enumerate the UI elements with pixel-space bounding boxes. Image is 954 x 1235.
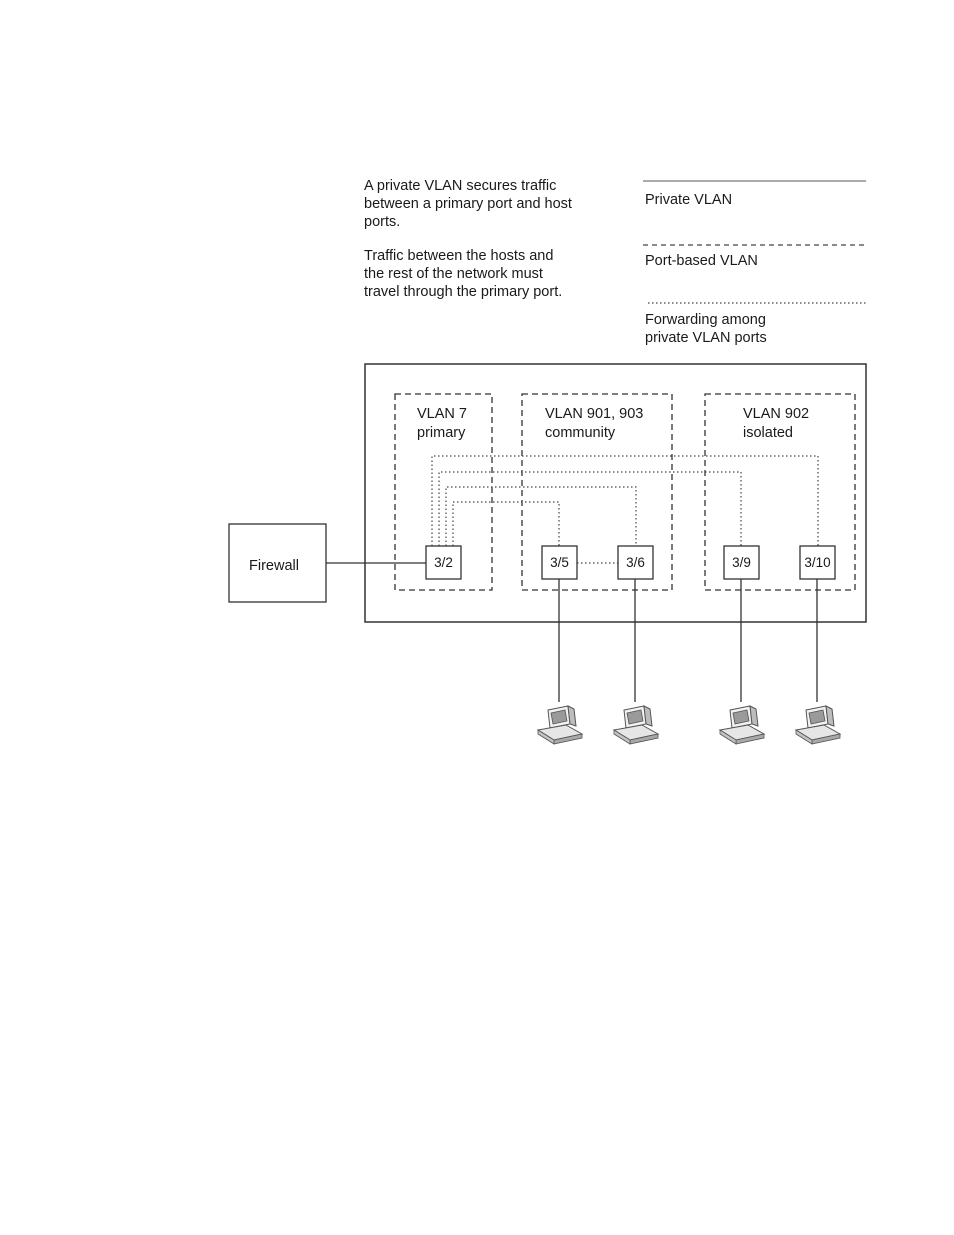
- forwarding-path-3-9: [438, 471, 742, 546]
- vlan-901-903-name: VLAN 901, 903: [545, 406, 643, 422]
- switch-chassis: [364, 363, 867, 623]
- forwarding-path-3-6: [445, 486, 637, 546]
- legend-port-based-vlan-label: Port-based VLAN: [645, 253, 758, 269]
- vlan-902-name: VLAN 902: [743, 406, 809, 422]
- forwarding-path-3-5: [452, 501, 560, 546]
- port-3-9-label: 3/9: [732, 555, 751, 570]
- port-3-6-label: 3/6: [626, 555, 645, 570]
- vlan-7-name: VLAN 7: [417, 406, 467, 422]
- firewall-label: Firewall: [249, 558, 299, 574]
- pc-icon: [719, 705, 765, 745]
- port-3-5-label: 3/5: [550, 555, 569, 570]
- port-3-10: [799, 545, 836, 580]
- pc-icon: [537, 705, 583, 745]
- port-3-5: [541, 545, 578, 580]
- pc-icon: [613, 705, 659, 745]
- port-3-2-label: 3/2: [434, 555, 453, 570]
- vlan-7-box: [394, 393, 493, 591]
- vlan-7-type: primary: [417, 425, 466, 441]
- vlan-901-903-type: community: [545, 425, 616, 441]
- description-para-1: A private VLAN secures traffic between a…: [364, 178, 572, 230]
- vlan-902-box: [704, 393, 856, 591]
- port-3-9: [723, 545, 760, 580]
- vlan-902-type: isolated: [743, 425, 793, 441]
- description-para-2: Traffic between the hosts and the rest o…: [364, 248, 563, 300]
- port-3-10-label: 3/10: [804, 555, 830, 570]
- forwarding-path-3-10: [431, 455, 819, 546]
- port-3-2: [425, 545, 462, 580]
- pc-icon: [795, 705, 841, 745]
- forwarding-paths: [431, 455, 819, 564]
- port-3-6: [617, 545, 654, 580]
- legend-private-vlan-label: Private VLAN: [645, 192, 733, 208]
- legend-forwarding-label: Forwarding among private VLAN ports: [645, 312, 767, 346]
- vlan-901-903-box: [521, 393, 673, 591]
